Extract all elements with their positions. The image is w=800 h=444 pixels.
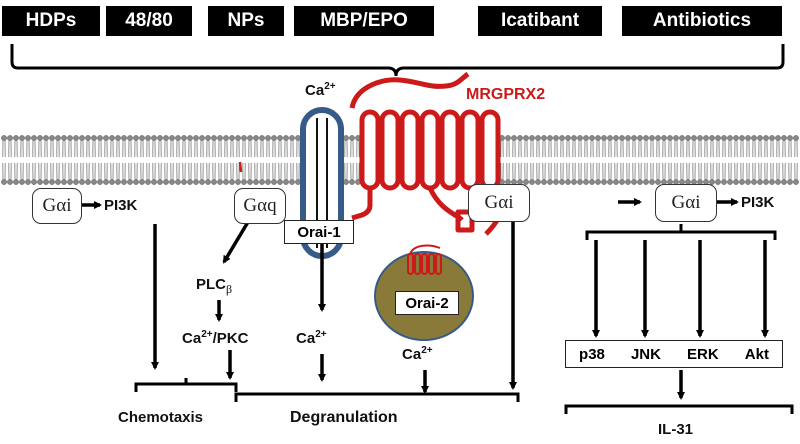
ca-release-label: Ca2+ (402, 345, 433, 363)
orai2-label: Orai-2 (395, 291, 459, 315)
ligand-nps: NPs (208, 6, 284, 36)
chemotaxis-bracket (134, 378, 238, 392)
kinase-box: p38 JNK ERK Akt (565, 340, 783, 368)
degranulation-bracket (234, 392, 520, 402)
il31-bracket (564, 404, 794, 414)
ligand-hdps: HDPs (2, 6, 100, 36)
ligand-icatibant: Icatibant (478, 6, 602, 36)
ca-pkc-label: Ca2+/PKC (182, 329, 249, 347)
kinase-p38: p38 (579, 345, 605, 363)
il31-label: IL-31 (658, 421, 694, 438)
cell-membrane (1, 135, 799, 185)
chemotaxis-label: Chemotaxis (118, 409, 204, 426)
pi3k-right-label: PI3K (741, 194, 775, 211)
ligand-brace (10, 44, 785, 77)
g-alpha-q: Gαq (234, 188, 286, 224)
degranulation-label: Degranulation (290, 409, 398, 426)
kinase-bracket (585, 224, 777, 240)
g-alpha-i-middle: Gαi (468, 184, 530, 222)
kinase-jnk: JNK (630, 345, 661, 363)
orai1-label: Orai-1 (284, 220, 354, 244)
kinase-akt: Akt (744, 345, 769, 363)
kinase-erk: ERK (687, 345, 719, 363)
arrow-gaq-plc (222, 221, 250, 264)
plc-beta-label: PLCβ (196, 276, 233, 296)
receptor-label: MRGPRX2 (466, 86, 546, 103)
anchor-mark (238, 161, 243, 173)
pi3k-left-label: PI3K (104, 197, 138, 214)
ligand-48-80: 48/80 (106, 6, 192, 36)
ca-influx-label: Ca2+ (305, 81, 336, 99)
g-alpha-i-left: Gαi (32, 188, 82, 224)
g-alpha-i-right: Gαi (655, 184, 717, 222)
ligand-antibiotics: Antibiotics (622, 6, 782, 36)
ligand-mbp-epo: MBP/EPO (294, 6, 434, 36)
ca-cytosolic-label: Ca2+ (296, 329, 327, 347)
